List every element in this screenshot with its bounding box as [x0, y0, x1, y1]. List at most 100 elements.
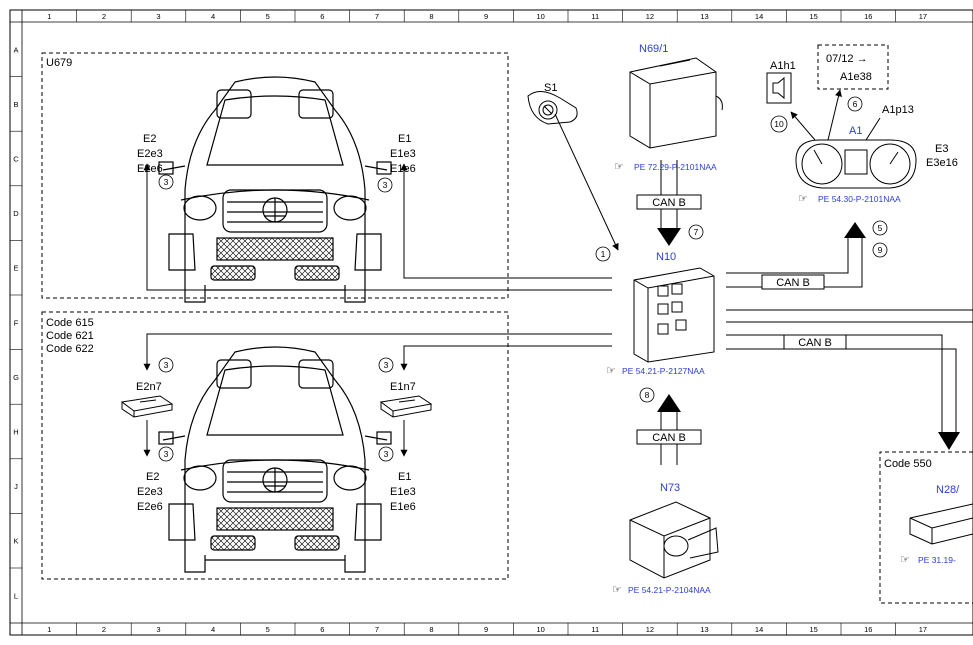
row-index-label: H	[13, 428, 18, 437]
marker-3-a: 3	[164, 177, 169, 187]
label-s1: S1	[544, 82, 557, 94]
column-index-label: 11	[591, 625, 599, 634]
ref-a1: PE 54.30-P-2101NAA	[818, 194, 901, 204]
column-index-label: 6	[320, 12, 324, 21]
pointer-icon-n10: ☞	[606, 365, 616, 377]
ignition-switch-n73-icon	[629, 501, 719, 579]
switch-s1-icon	[527, 91, 578, 125]
marker-1: 1	[601, 249, 606, 259]
column-index-label: 13	[700, 625, 708, 634]
label-n73: N73	[660, 482, 680, 494]
vehicle-front-view-top	[158, 76, 392, 303]
marker-circles	[158, 96, 888, 462]
marker-3-e: 3	[164, 449, 169, 459]
column-index-label: 10	[537, 12, 545, 21]
label-e2e3-bottom: E2e3	[137, 486, 163, 498]
column-index-label: 2	[102, 625, 106, 634]
module-n69-1-icon	[629, 57, 723, 149]
label-e2n7: E2n7	[136, 381, 162, 393]
marker-9: 9	[878, 245, 883, 255]
column-index-label: 12	[646, 12, 654, 21]
row-index-label: G	[13, 373, 19, 382]
module-e2n7-icon	[120, 395, 174, 418]
column-index-label: 8	[429, 12, 433, 21]
column-index-label: 6	[320, 625, 324, 634]
label-e1-bottom: E1	[398, 471, 411, 483]
can-b-label-box-1	[636, 194, 702, 210]
can-b-label-4: CAN B	[652, 432, 686, 444]
column-index-label: 13	[700, 12, 708, 21]
label-n69-1: N69/1	[639, 43, 668, 55]
column-index-label: 8	[429, 625, 433, 634]
marker-8: 8	[645, 390, 650, 400]
row-index-label: K	[13, 537, 18, 546]
ref-n69-1: PE 72.29-P-2101NAA	[634, 162, 717, 172]
can-b-label-2: CAN B	[776, 277, 810, 289]
label-e2e3-top: E2e3	[137, 148, 163, 160]
row-index-label: B	[13, 100, 18, 109]
pointer-icon-n69: ☞	[614, 161, 624, 173]
can-b-label-3: CAN B	[798, 337, 832, 349]
column-index-label: 9	[484, 625, 488, 634]
arrow-head-up-a1	[844, 222, 866, 238]
marker-6: 6	[853, 99, 858, 109]
label-e1e3-bottom: E1e3	[390, 486, 416, 498]
arrow-head-up-n10	[657, 394, 681, 412]
column-index-label: 16	[864, 12, 872, 21]
marker-10: 10	[774, 119, 784, 129]
speaker-icon	[772, 76, 785, 100]
row-index-label: C	[13, 155, 19, 164]
column-index-label: 5	[266, 625, 270, 634]
can-b-label-box-2	[761, 274, 825, 290]
row-index-label: D	[13, 209, 19, 218]
can-b-label-box-3	[783, 334, 847, 350]
module-e1n7-icon	[379, 395, 433, 418]
region-code-550	[879, 451, 973, 604]
column-index-label: 14	[755, 12, 763, 21]
label-e2e6-bottom: E2e6	[137, 501, 163, 513]
column-index-label: 16	[864, 625, 872, 634]
can-bus-arrows	[660, 160, 957, 465]
column-index-label: 9	[484, 12, 488, 21]
label-a1: A1	[849, 125, 862, 137]
pointer-icon-a1: ☞	[798, 193, 808, 205]
column-index-label: 4	[211, 625, 215, 634]
region-codes-line1: Code 615	[46, 317, 94, 329]
column-index-label: 3	[156, 625, 160, 634]
marker-3-d: 3	[384, 360, 389, 370]
marker-5: 5	[878, 223, 883, 233]
marker-3-c: 3	[164, 360, 169, 370]
label-n28: N28/	[936, 484, 960, 496]
column-index-label: 1	[47, 625, 51, 634]
label-e2-bottom: E2	[146, 471, 159, 483]
label-a1e38-date: 07/12 →	[826, 53, 868, 65]
speaker-a1h1-box	[766, 72, 792, 104]
column-index-label: 2	[102, 12, 106, 21]
vehicle-front-view-bottom	[158, 346, 392, 573]
label-e3e16: E3e16	[926, 157, 958, 169]
column-index-label: 4	[211, 12, 215, 21]
column-index-label: 10	[537, 625, 545, 634]
label-e2e6-top: E2e6	[137, 163, 163, 175]
row-index-label: L	[14, 591, 18, 600]
label-e3: E3	[935, 143, 948, 155]
row-index-label: E	[13, 264, 18, 273]
row-index-label: J	[14, 482, 18, 491]
label-a1e38: A1e38	[840, 71, 872, 83]
a1e38-box	[817, 44, 889, 90]
region-codes	[41, 311, 509, 580]
column-index-label: 15	[810, 625, 818, 634]
instrument-cluster-a1-icon	[795, 117, 917, 189]
marker-3-b: 3	[383, 180, 388, 190]
arrow-head-down-n10	[657, 228, 681, 246]
pointer-icon-n73: ☞	[612, 584, 622, 596]
region-codes-line2: Code 621	[46, 330, 94, 342]
column-index-label: 7	[375, 12, 379, 21]
label-a1p13: A1p13	[882, 104, 914, 116]
column-index-label: 5	[266, 12, 270, 21]
label-e1-top: E1	[398, 133, 411, 145]
region-codes-line3: Code 622	[46, 343, 94, 355]
marker-7: 7	[694, 227, 699, 237]
